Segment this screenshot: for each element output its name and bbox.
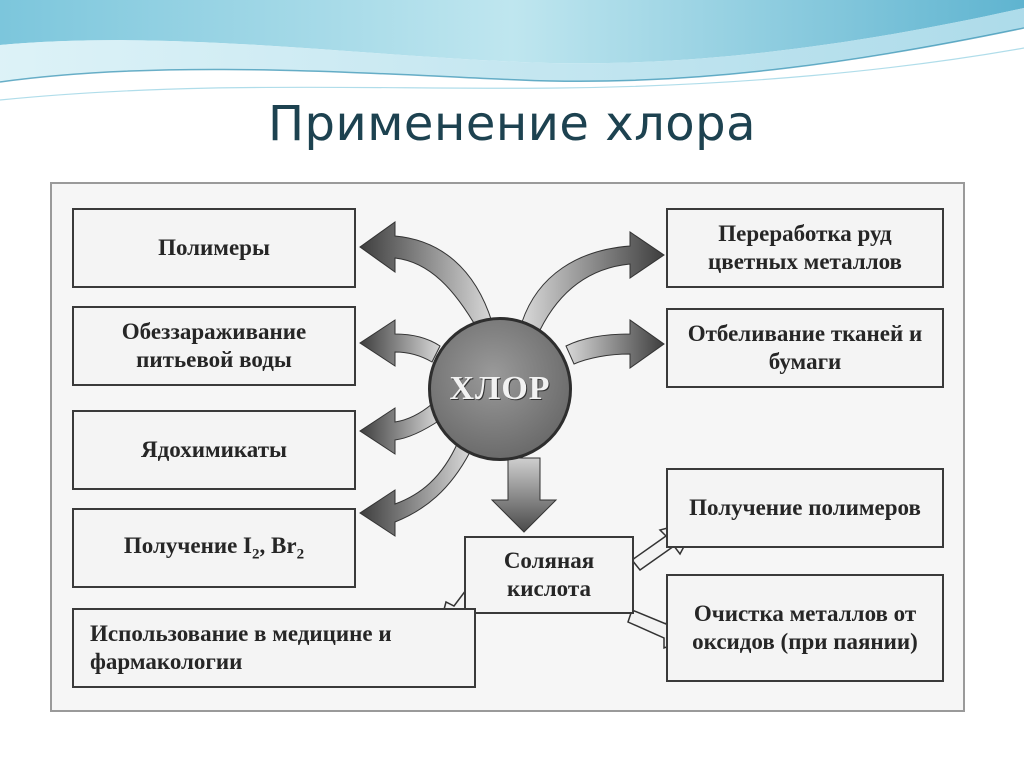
node-bleaching-label: Отбеливание тканей и бумаги [687, 321, 923, 374]
node-polymer-production-label: Получение полимеров [689, 495, 921, 521]
node-medicine-label: Использование в медицине и фармакологии [90, 621, 392, 674]
node-medicine: Использование в медицине и фармакологии [72, 608, 476, 688]
node-metal-cleaning: Очистка металлов от оксидов (при паянии) [666, 574, 944, 682]
node-ore-processing: Переработка руд цветных металлов [666, 208, 944, 288]
arrow-to-disinfection [359, 319, 441, 367]
node-disinfection: Обеззараживание питьевой воды [72, 306, 356, 386]
node-pesticides-label: Ядохимикаты [141, 437, 287, 463]
arrow-to-iodine-bromine [359, 441, 471, 537]
center-chlorine-circle: ХЛОР [428, 317, 572, 461]
node-hydrochloric-acid: Соляная кислота [464, 536, 634, 614]
arrow-to-bleaching [565, 319, 665, 369]
node-polymers: Полимеры [72, 208, 356, 288]
arrow-to-polymers [359, 221, 493, 331]
node-disinfection-label: Обеззараживание питьевой воды [121, 319, 307, 372]
node-hydrochloric-acid-label: Соляная кислота [503, 548, 595, 601]
node-iodine-bromine: Получение I2, Br2 [72, 508, 356, 588]
wave-decoration [0, 0, 1024, 101]
node-ore-processing-label: Переработка руд цветных металлов [708, 221, 902, 274]
arrow-to-hydrochloric-acid [490, 457, 558, 533]
arrow-to-ore-processing [521, 231, 665, 331]
node-pesticides: Ядохимикаты [72, 410, 356, 490]
node-metal-cleaning-label: Очистка металлов от оксидов (при паянии) [692, 601, 918, 654]
node-polymers-label: Полимеры [158, 235, 270, 261]
slide-title: Применение хлора [267, 96, 757, 152]
node-polymer-production: Получение полимеров [666, 468, 944, 548]
node-bleaching: Отбеливание тканей и бумаги [666, 308, 944, 388]
arrow-to-pesticides [359, 403, 441, 455]
center-chlorine-label: ХЛОР [449, 370, 551, 407]
node-iodine-bromine-label: Получение I2, Br2 [123, 533, 305, 563]
